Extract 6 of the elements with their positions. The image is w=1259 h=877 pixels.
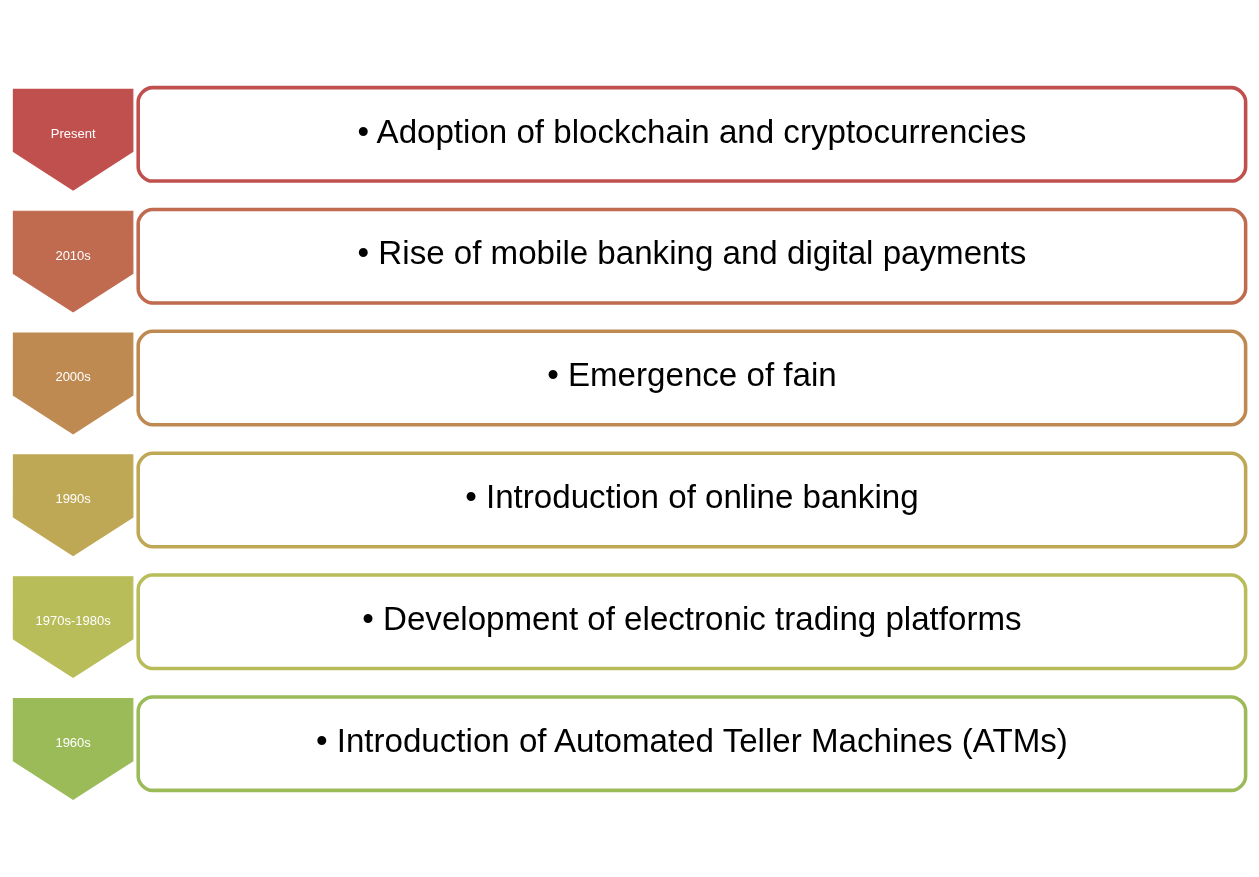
node-box: • Emergence of fain <box>136 329 1248 427</box>
node-box: • Introduction of Automated Teller Machines (ATMs) <box>136 694 1248 792</box>
node-box: • Introduction of online banking <box>136 450 1248 548</box>
node-box: • Development of electronic trading platforms <box>136 572 1248 670</box>
node-box: • Adoption of blockchain and cryptocurrencies <box>136 85 1248 183</box>
node-box: • Rise of mobile banking and digital payments <box>136 207 1248 305</box>
